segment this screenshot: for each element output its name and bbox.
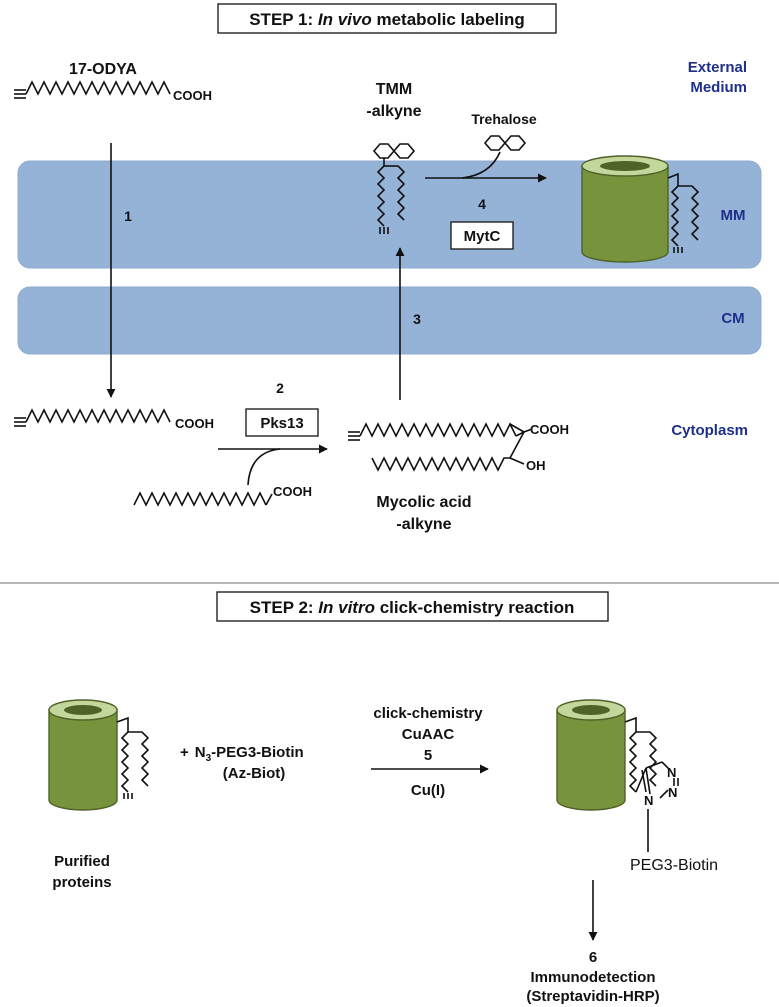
cyto-odya-chain [25, 408, 171, 424]
tmm-chain-left [376, 165, 386, 227]
immunodetection-label: Immunodetection [530, 969, 655, 986]
mycolic-backbone [509, 431, 525, 459]
cm-label: CM [721, 310, 744, 327]
external-medium-label-1: External [688, 59, 747, 76]
pks13-label: Pks13 [260, 415, 303, 432]
mytc-box [450, 221, 514, 250]
mycolic-cooh-bond [523, 428, 533, 433]
cytoplasmic-membrane-band [17, 286, 762, 355]
step2-input-curve [247, 448, 281, 486]
step1-title: STEP 1: In vivo metabolic labeling [249, 10, 525, 29]
odya-chain [25, 80, 171, 96]
triazole-n2: N [668, 785, 677, 800]
odya-label: 17-ODYA [69, 61, 137, 78]
tmm-label-1: TMM [376, 81, 412, 98]
mycolic-alkyne-terminus [348, 431, 360, 441]
cyto-odya-cooh: COOH [175, 416, 214, 431]
step2-number: 2 [276, 380, 284, 396]
triazole-ring [641, 761, 679, 799]
mycomembrane-band [17, 160, 762, 269]
step3-number: 3 [413, 311, 421, 327]
trehalose-label: Trehalose [471, 111, 537, 127]
tmm-label-2: -alkyne [366, 103, 421, 120]
second-fatty-acid-bond [265, 493, 273, 506]
step2-title-box: STEP 2: In vitro click-chemistry reactio… [216, 591, 609, 622]
mycolic-label-1: Mycolic acid [376, 494, 471, 511]
mycolic-oh: OH [526, 458, 546, 473]
mycolic-cooh: COOH [530, 422, 569, 437]
second-fatty-acid-chain [133, 491, 267, 507]
trehalose-release-curve [461, 151, 501, 179]
mycolic-top-chain [359, 422, 517, 438]
second-fatty-acid-cooh: COOH [273, 484, 312, 499]
purified-protein [48, 699, 150, 811]
purified-proteins-label-2: proteins [52, 874, 111, 891]
step4-number: 4 [478, 196, 486, 212]
odya-alkyne-terminus [14, 89, 26, 99]
catalyst-label: Cu(I) [411, 782, 445, 799]
step6-number: 6 [589, 949, 597, 966]
tmm-trehalose-head [372, 143, 416, 159]
odya-cooh: COOH [173, 88, 212, 103]
mycolic-alpha-tail [509, 423, 525, 433]
tmm-chain-right [396, 165, 406, 221]
biotinylated-protein [556, 699, 658, 811]
mycolic-bottom-chain [371, 456, 510, 472]
triazole-n1: N [667, 765, 676, 780]
cuaac-label: CuAAC [402, 726, 455, 743]
reagent-line2: (Az-Biot) [223, 765, 285, 782]
step1-title-box: STEP 1: In vivo metabolic labeling [217, 3, 557, 34]
tmm-alkyne-terminus [379, 227, 389, 234]
streptavidin-hrp-label: (Streptavidin-HRP) [526, 988, 659, 1005]
mm-label: MM [721, 207, 746, 224]
mycolic-oh-bond [509, 457, 525, 465]
reagent-line1: +N3-PEG3-Biotin [180, 744, 304, 764]
click-chemistry-label: click-chemistry [373, 705, 483, 722]
step5-number: 5 [424, 747, 432, 764]
trehalose-icon [483, 135, 527, 151]
triazole-n3: N [644, 793, 653, 808]
cytoplasm-label: Cytoplasm [671, 422, 748, 439]
mytc-label: MytC [464, 228, 501, 245]
external-medium-label-2: Medium [690, 79, 747, 96]
peg3-biotin-label: PEG3-Biotin [630, 857, 718, 874]
step1-number: 1 [124, 208, 132, 224]
step2-title: STEP 2: In vitro click-chemistry reactio… [250, 598, 575, 617]
mycolic-alpha-bond [515, 431, 525, 437]
pks13-box [245, 408, 319, 437]
cyto-odya-alkyne-terminus [14, 417, 26, 427]
mycoloylated-protein-mm [581, 155, 700, 263]
mycolic-label-2: -alkyne [396, 516, 451, 533]
purified-proteins-label-1: Purified [54, 853, 110, 870]
